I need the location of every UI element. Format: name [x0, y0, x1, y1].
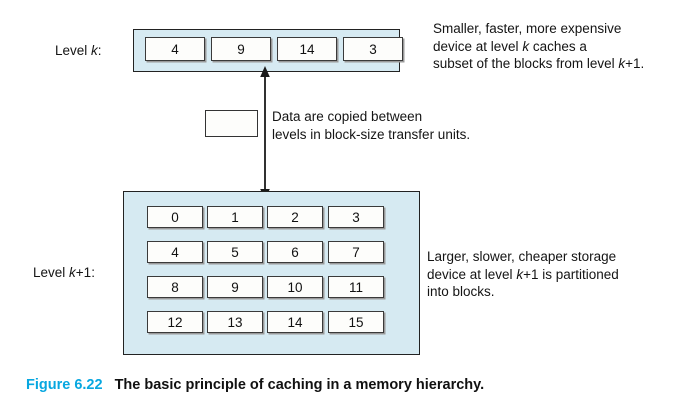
level-k-plus-1-block: 5 [207, 241, 263, 263]
figure-caption: Figure 6.22 The basic principle of cachin… [26, 377, 484, 393]
cache-annotation-line-2: device at level k caches a [433, 38, 693, 56]
level-k-plus-1-label: Level k+1: [33, 264, 95, 281]
storage-annotation-line-2-plus: +1 [523, 266, 539, 282]
cache-annotation-line-3: subset of the blocks from level k+1. [433, 55, 693, 73]
level-k-plus-1-block: 4 [147, 241, 203, 263]
level-k-plus-1-block: 14 [267, 311, 323, 333]
level-k-plus-1-block: 7 [328, 241, 384, 263]
level-k-block: 9 [211, 37, 271, 61]
storage-annotation-line-2-text-a: device at level [427, 266, 517, 282]
level-k-plus-1-block: 0 [147, 206, 203, 228]
level-k-plus-1-label-suffix: : [91, 265, 95, 280]
cache-annotation-line-3-plus: +1 [625, 56, 641, 71]
level-k-label: Level k: [55, 42, 102, 59]
storage-annotation-line-2-text-b: is partitioned [538, 266, 619, 282]
figure-caption-number: Figure 6.22 [26, 377, 103, 393]
cache-annotation-line-3-text-b: . [640, 56, 645, 71]
level-k-plus-1-block: 1 [207, 206, 263, 228]
transfer-annotation: Data are copied between levels in block-… [272, 108, 502, 143]
level-k-plus-1-block: 9 [207, 276, 263, 298]
cache-annotation: Smaller, faster, more expensive device a… [433, 20, 693, 73]
level-k-label-variable: k [91, 43, 98, 58]
level-k-plus-1-block: 8 [147, 276, 203, 298]
level-k-block: 4 [145, 37, 205, 61]
level-k-plus-1-block: 11 [328, 276, 384, 298]
level-k-plus-1-label-plus: +1 [75, 265, 92, 280]
level-k-plus-1-block: 10 [267, 276, 323, 298]
storage-annotation-line-2-variable: k [516, 266, 524, 282]
cache-annotation-line-1: Smaller, faster, more expensive [433, 21, 622, 36]
level-k-plus-1-container: 0 1 2 3 4 5 6 7 8 9 10 11 12 13 14 15 [123, 191, 420, 355]
level-k-container: 4 9 14 3 [133, 29, 403, 72]
cache-annotation-line-2-text-b: caches a [529, 38, 587, 54]
level-k-plus-1-block: 2 [267, 206, 323, 228]
level-k-plus-1-block: 13 [207, 311, 263, 333]
transfer-unit-block [205, 110, 258, 137]
level-k-plus-1-block: 12 [147, 311, 203, 333]
level-k-plus-1-block: 15 [328, 311, 384, 333]
level-k-plus-1-block: 3 [328, 206, 384, 228]
storage-annotation-line-3: into blocks. [427, 284, 495, 299]
level-k-label-prefix: Level [55, 43, 92, 58]
level-k-plus-1-label-variable: k [69, 265, 76, 280]
storage-annotation-line-2: device at level k+1 is partitioned [427, 266, 682, 284]
storage-annotation: Larger, slower, cheaper storage device a… [427, 248, 682, 301]
level-k-plus-1-block: 6 [267, 241, 323, 263]
level-k-block: 14 [277, 37, 337, 61]
cache-annotation-line-3-variable: k [618, 56, 626, 71]
cache-annotation-line-3-text-a: subset of the blocks from level [433, 56, 619, 71]
cache-annotation-line-2-variable: k [522, 38, 530, 54]
level-k-block: 3 [343, 37, 403, 61]
level-k-plus-1-label-prefix: Level [33, 265, 70, 280]
transfer-annotation-line-2: levels in block-size transfer units. [272, 126, 471, 142]
transfer-annotation-line-1: Data are copied between [272, 109, 423, 124]
level-k-label-suffix: : [97, 43, 102, 58]
figure-caption-text: The basic principle of caching in a memo… [114, 377, 485, 393]
cache-annotation-line-2-text-a: device at level [433, 38, 523, 54]
storage-annotation-line-1: Larger, slower, cheaper storage [427, 249, 617, 264]
